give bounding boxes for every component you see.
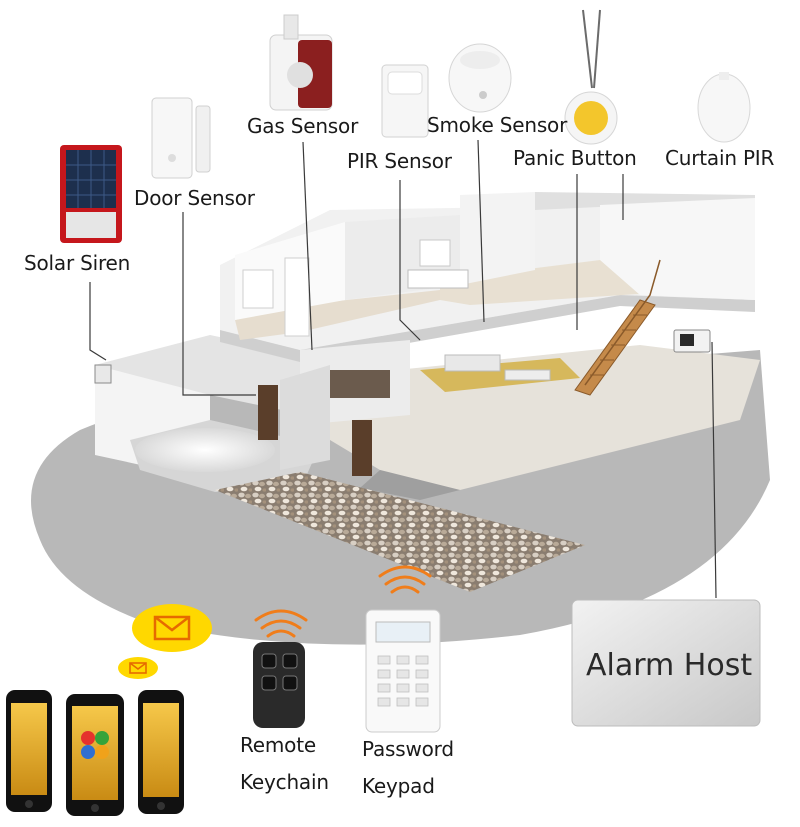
pir-sensor-device [381, 64, 429, 138]
curtain-pir-device [697, 72, 751, 143]
pir-sensor-label: PIR Sensor [347, 149, 452, 173]
house [95, 192, 760, 500]
gas-sensor-device [269, 14, 333, 111]
message-bubble-small [118, 657, 158, 679]
remote-signal-waves [254, 609, 308, 638]
leader-lines [89, 139, 717, 599]
door-sensor-device [151, 97, 211, 179]
keypad-label-line1: Password [362, 737, 454, 761]
remote-keychain-device [253, 642, 305, 728]
panic-button-label: Panic Button [513, 146, 637, 170]
curtain-pir-label: Curtain PIR [665, 146, 775, 170]
keypad-label-line2: Keypad [362, 774, 435, 798]
solar-siren-label: Solar Siren [24, 251, 131, 275]
message-bubble-large [132, 604, 212, 652]
smartphone-center [66, 694, 124, 816]
gravel-path [215, 472, 585, 592]
alarm-host-wall-panel [673, 329, 711, 353]
smoke-sensor-device [448, 43, 512, 113]
solar-siren-device [60, 145, 122, 243]
alarm-host-label: Alarm Host [586, 648, 753, 683]
smartphone-right [138, 690, 184, 814]
door-sensor-label: Door Sensor [134, 186, 255, 210]
remote-label-line1: Remote [240, 733, 316, 757]
smoke-sensor-label: Smoke Sensor [427, 113, 568, 137]
remote-label-line2: Keychain [240, 770, 329, 794]
gas-sensor-label: Gas Sensor [247, 114, 359, 138]
panic-button-device [564, 9, 618, 145]
keypad-signal-waves [378, 565, 432, 594]
smartphone-left [6, 690, 52, 812]
alarm-host-box [571, 599, 761, 727]
password-keypad-device [365, 609, 441, 733]
siren-wall-mount [94, 364, 112, 384]
